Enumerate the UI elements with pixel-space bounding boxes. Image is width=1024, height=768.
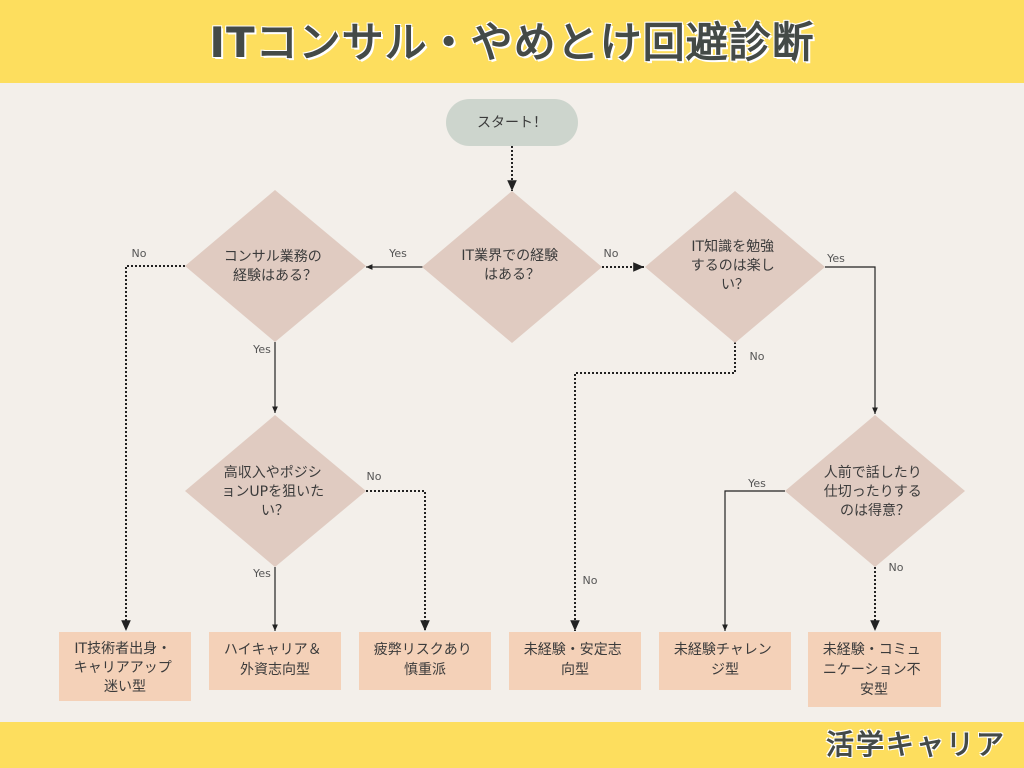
result-burnout-risk-text: 疲弊リスクあり 慎重派 [374, 641, 476, 678]
page-title: ITコンサル・やめとけ回避診断 [209, 18, 815, 67]
question-consult-experience-text: コンサル業務の 経験はある？ [224, 249, 326, 284]
result-high-career: ハイキャリア＆ 外資志向型 [209, 632, 341, 690]
result-burnout-risk: 疲弊リスクあり 慎重派 [359, 632, 491, 690]
start-label: スタート！ [477, 115, 547, 131]
question-it-experience: IT業界での経験 はある？ [422, 191, 602, 343]
question-consult-experience: コンサル業務の 経験はある？ [185, 190, 366, 342]
edge-label-speaking-yes: Yes [747, 477, 766, 490]
edge-label-knowledge-no: No [750, 350, 765, 363]
footer-band: 活学キャリア [0, 722, 1024, 768]
edge-label-it-yes: Yes [388, 247, 407, 260]
result-it-engineer-text: IT技術者出身・ キャリアアップ 迷い型 [74, 641, 176, 695]
connector-income-no [366, 490, 430, 631]
start-node: スタート！ [446, 99, 578, 146]
question-speaking: 人前で話したり 仕切ったりする のは得意？ [785, 415, 965, 567]
question-speaking-text: 人前で話したり 仕切ったりする のは得意？ [824, 464, 926, 519]
edge-label-it-no: No [604, 247, 619, 260]
connector-knowledge-yes [825, 266, 878, 414]
connector-knowledge-no [570, 342, 736, 631]
edge-label-stable-no: No [583, 574, 598, 587]
edge-labels: Yes No No Yes No Yes Yes No No Yes No [132, 247, 904, 587]
brand-logo-text: 活学キャリア [825, 728, 1006, 761]
edge-label-speaking-no: No [889, 561, 904, 574]
question-high-income-text: 高収入やポジシ ョンUPを狙いた い？ [221, 464, 328, 519]
question-it-knowledge: IT知識を勉強 するのは楽し い？ [645, 191, 825, 343]
edge-label-consult-yes: Yes [252, 343, 271, 356]
edge-label-consult-no: No [132, 247, 147, 260]
edge-label-knowledge-yes: Yes [826, 252, 845, 265]
result-stable-text: 未経験・安定志 向型 [524, 642, 626, 678]
header-band: ITコンサル・やめとけ回避診断 [0, 0, 1024, 83]
question-it-knowledge-text: IT知識を勉強 するのは楽し い？ [691, 238, 779, 293]
connector-consult-no [121, 265, 185, 631]
result-stable: 未経験・安定志 向型 [509, 632, 641, 690]
result-challenge: 未経験チャレン ジ型 [659, 632, 791, 690]
edge-label-income-no: No [367, 470, 382, 483]
connector-speaking-yes [722, 490, 785, 631]
edge-label-income-yes: Yes [252, 567, 271, 580]
result-it-engineer: IT技術者出身・ キャリアアップ 迷い型 [59, 632, 191, 701]
result-communication: 未経験・コミュ ニケーション不 安型 [808, 632, 941, 707]
result-high-career-text: ハイキャリア＆ 外資志向型 [224, 642, 326, 678]
question-high-income: 高収入やポジシ ョンUPを狙いた い？ [185, 415, 366, 567]
result-challenge-text: 未経験チャレン ジ型 [674, 642, 776, 678]
connector-lines [121, 146, 880, 631]
result-communication-text: 未経験・コミュ ニケーション不 安型 [823, 642, 925, 698]
question-it-experience-text: IT業界での経験 はある？ [461, 248, 562, 283]
